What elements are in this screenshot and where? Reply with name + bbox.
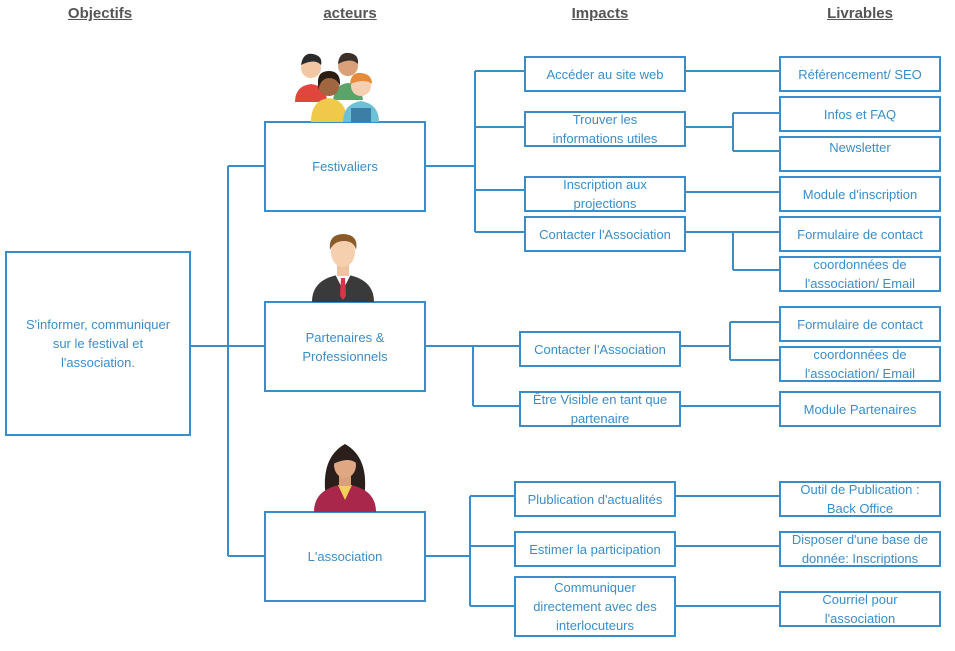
livrable-outil-publication: Outil de Publication : Back Office <box>779 481 941 517</box>
header-livrables: Livrables <box>827 5 893 22</box>
actor-association: L'association <box>264 511 426 602</box>
livrable-referencement: Référencement/ SEO <box>779 56 941 92</box>
impact-etre-visible: Être Visible en tant que partenaire <box>519 391 681 427</box>
livrable-formulaire-contact-partenaires: Formulaire de contact <box>779 306 941 342</box>
impact-estimer-participation: Estimer la participation <box>514 531 676 567</box>
businesswoman-icon <box>314 444 376 512</box>
livrable-module-inscription: Module d'inscription <box>779 176 941 212</box>
livrable-coordonnees-partenaires: coordonnées de l'association/ Email <box>779 346 941 382</box>
livrable-formulaire-contact: Formulaire de contact <box>779 216 941 252</box>
impact-acceder-site: Accéder au site web <box>524 56 686 92</box>
impact-trouver-infos: Trouver les informations utiles <box>524 111 686 147</box>
livrable-base-donnees: Disposer d'une base de donnée: Inscripti… <box>779 531 941 567</box>
actor-partenaires: Partenaires & Professionnels <box>264 301 426 392</box>
livrable-courriel: Courriel pour l'association <box>779 591 941 627</box>
header-impacts: Impacts <box>571 5 629 22</box>
livrable-infos-faq: Infos et FAQ <box>779 96 941 132</box>
actor-festivaliers: Festivaliers <box>264 121 426 212</box>
impact-contacter-association: Contacter l'Association <box>524 216 686 252</box>
impact-inscription-projections: Inscription aux projections <box>524 176 686 212</box>
livrable-newsletter: Newsletter <box>779 136 941 172</box>
livrable-module-partenaires: Module Partenaires <box>779 391 941 427</box>
header-acteurs: acteurs <box>323 5 377 22</box>
businessman-icon <box>312 234 374 302</box>
impact-communiquer-interlocuteurs: Communiquer directement avec des interlo… <box>514 576 676 637</box>
impact-contacter-association-partenaires: Contacter l'Association <box>519 331 681 367</box>
group-of-people-icon <box>295 52 379 122</box>
header-objectifs: Objectifs <box>67 5 133 22</box>
livrable-coordonnees: coordonnées de l'association/ Email <box>779 256 941 292</box>
impact-publication-actualites: Plublication d'actualités <box>514 481 676 517</box>
objective-box: S'informer, communiquer sur le festival … <box>5 251 191 436</box>
